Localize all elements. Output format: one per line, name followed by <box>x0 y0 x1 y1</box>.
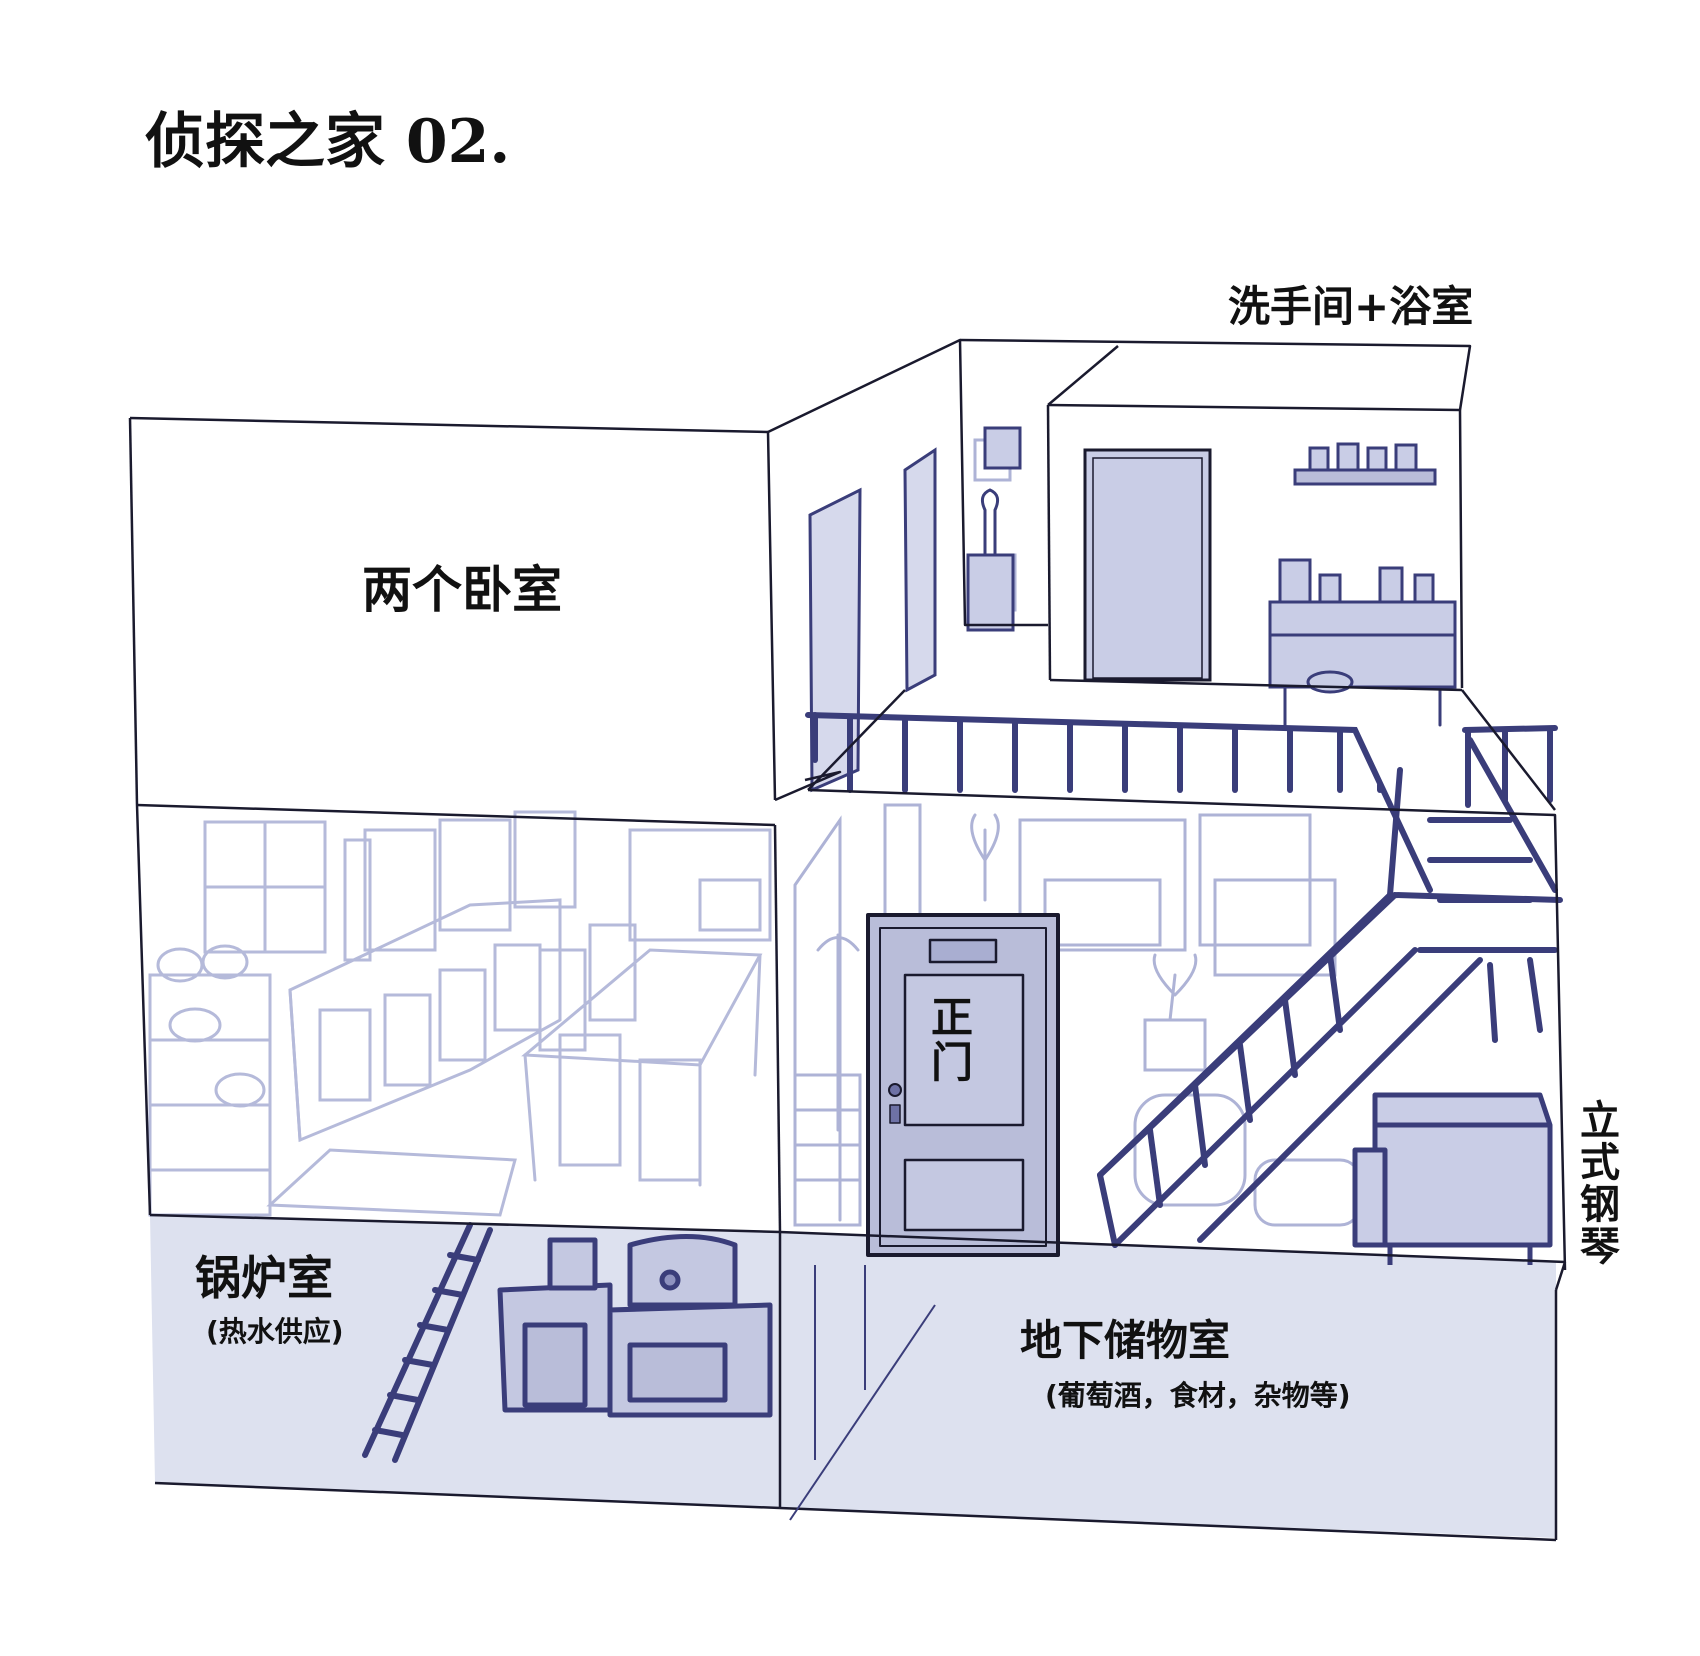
kitchen-dining-sketch <box>148 810 772 1217</box>
upper-landing-railing <box>805 712 1558 893</box>
basement-fill <box>150 1215 1556 1538</box>
boiler-room-ladder <box>362 1222 493 1463</box>
upper-floor-furniture <box>808 426 1457 793</box>
boiler-tanks <box>497 1234 773 1418</box>
room-label-storage: 地下储物室 <box>1020 1316 1231 1365</box>
room-label-bedrooms: 两个卧室 <box>362 561 562 619</box>
page-title: 侦探之家 02. <box>145 107 511 177</box>
room-label-front-door: 正门 <box>930 993 973 1088</box>
room-note-storage: (葡萄酒，食材，杂物等) <box>1045 1379 1351 1412</box>
room-label-bathroom: 洗手间+浴室 <box>1228 282 1474 331</box>
upright-piano-illustration <box>1352 1092 1553 1265</box>
room-label-boiler-room: 锅炉室 <box>195 1251 333 1305</box>
house-outline <box>128 338 1567 1542</box>
room-note-boiler-room: (热水供应) <box>206 1315 344 1348</box>
hall-living-sketch <box>793 438 1362 1227</box>
front-door-illustration <box>866 913 1060 1257</box>
label-upright-piano: 立式钢琴 <box>1580 1098 1620 1270</box>
main-staircase <box>1097 737 1563 1248</box>
